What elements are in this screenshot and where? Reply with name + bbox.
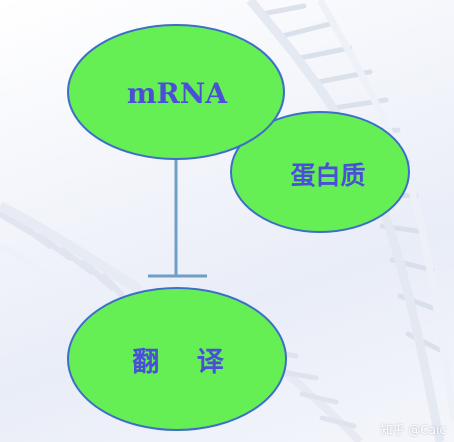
dna-backbone-2 — [316, 0, 454, 421]
protein-label: 蛋白质 — [290, 161, 365, 190]
dna-backbone-3 — [0, 201, 143, 295]
translation-ellipse — [67, 287, 287, 431]
dna-rungs-lower — [0, 211, 133, 307]
translation-node: 翻 译 — [67, 287, 287, 431]
protein-node: 蛋白质 — [230, 111, 410, 233]
inhibition-connector — [148, 158, 207, 278]
translation-label: 翻 译 — [132, 347, 225, 378]
watermark-text: 知乎 @Caic — [380, 423, 446, 437]
mrna-node: mRNA — [67, 24, 285, 160]
mrna-ellipse — [67, 24, 285, 160]
mrna-label: mRNA — [127, 77, 228, 110]
protein-ellipse — [230, 111, 410, 233]
dna-backbone-4 — [0, 243, 62, 285]
